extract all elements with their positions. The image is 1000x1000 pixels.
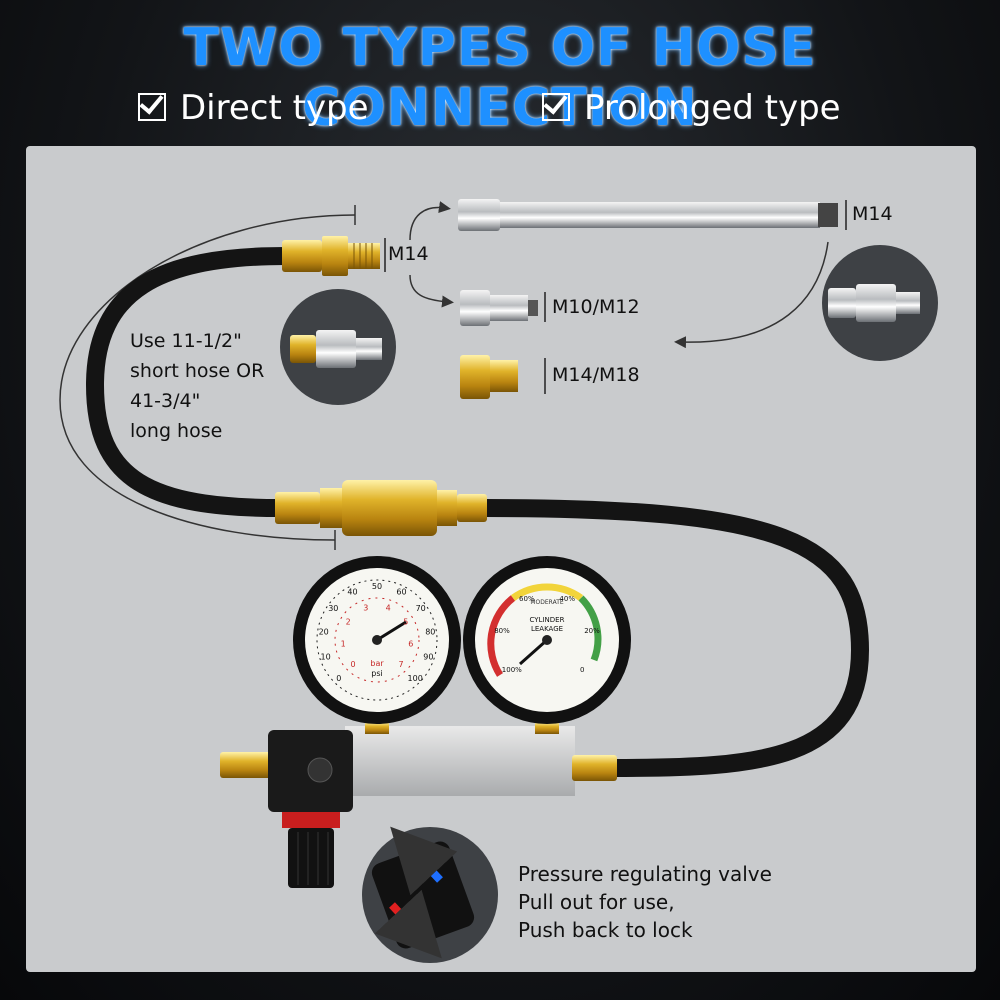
leakage-title-2: LEAKAGE bbox=[531, 625, 563, 633]
leakage-title-1: CYLINDER bbox=[530, 616, 565, 624]
label-m14-top: M14 bbox=[852, 203, 893, 225]
valve-note: Pressure regulating valve Pull out for u… bbox=[518, 860, 772, 944]
quick-coupler bbox=[275, 480, 487, 536]
valve-note-title: Pressure regulating valve bbox=[518, 862, 772, 886]
gauge-psi-tick: 60 bbox=[396, 588, 406, 597]
gauge-bar-tick: 7 bbox=[398, 660, 403, 669]
gauge-psi-tick: 100 bbox=[408, 674, 423, 683]
manifold-block bbox=[345, 726, 575, 796]
label-m10-m12: M10/M12 bbox=[552, 296, 640, 318]
hose-length-bracket bbox=[59, 214, 356, 541]
leakage-zone-label: MODERATE bbox=[530, 599, 564, 606]
direct-adapter-detail bbox=[280, 289, 396, 405]
air-inlet-fitting bbox=[220, 752, 272, 778]
label-m14-m18: M14/M18 bbox=[552, 364, 640, 386]
hose-note-line: 41-3/4" bbox=[130, 390, 201, 412]
valve-note-line: Pull out for use, bbox=[518, 890, 675, 914]
gauge-psi-tick: 70 bbox=[416, 604, 426, 613]
option-direct: Direct type bbox=[138, 88, 369, 128]
leakage-tick: 40% bbox=[559, 595, 575, 603]
option-prolonged-label: Prolonged type bbox=[584, 88, 841, 128]
gauge-psi-tick: 0 bbox=[336, 674, 341, 683]
gauge-psi-tick: 50 bbox=[372, 582, 382, 591]
hose-note-line: long hose bbox=[130, 420, 223, 442]
gauge-psi-tick: 40 bbox=[347, 588, 357, 597]
gauge-psi-tick: 10 bbox=[321, 653, 331, 662]
gauge-bar-tick: 5 bbox=[403, 618, 408, 627]
m14-m18-adapter bbox=[460, 355, 518, 399]
gauge-psi-tick: 90 bbox=[423, 653, 433, 662]
pressure-gauge: 0 10 20 30 40 50 60 70 80 90 100 0 1 2 3 4 5 6 7 bar psi bbox=[293, 556, 461, 724]
leakage-gauge: CYLINDER LEAKAGE MODERATE 100% 80% 60% 40% 2… bbox=[463, 556, 631, 724]
extension-rod bbox=[458, 199, 838, 231]
prolonged-adapter-detail bbox=[822, 245, 938, 361]
leakage-tick: 0 bbox=[580, 666, 584, 674]
gauge-bar-tick: 4 bbox=[386, 604, 391, 613]
gauge-psi-tick: 80 bbox=[425, 627, 435, 636]
hose-note-line: Use 11-1/2" bbox=[130, 330, 242, 352]
valve-note-line: Push back to lock bbox=[518, 918, 693, 942]
valve-knob-detail bbox=[362, 826, 498, 963]
leakage-tick: 20% bbox=[584, 627, 600, 635]
leakage-tick: 80% bbox=[494, 627, 510, 635]
gauge-bar-tick: 3 bbox=[363, 604, 368, 613]
m14-brass-fitting bbox=[282, 236, 380, 276]
checkbox-icon bbox=[542, 93, 570, 121]
hose-note-line: short hose OR bbox=[130, 360, 265, 382]
gauge-bar-tick: 6 bbox=[408, 640, 413, 649]
m10-m12-adapter bbox=[460, 290, 538, 326]
option-prolonged: Prolonged type bbox=[542, 88, 841, 128]
arrow-to-extension bbox=[409, 201, 451, 241]
arrow-prolonged bbox=[674, 241, 829, 349]
gauge-unit-bar: bar bbox=[370, 659, 384, 668]
gauge-bar-tick: 2 bbox=[346, 618, 351, 627]
hose-length-note: Use 11-1/2" short hose OR 41-3/4" long h… bbox=[130, 326, 264, 446]
short-hose bbox=[85, 247, 294, 517]
manifold-outlet-fitting bbox=[572, 755, 617, 781]
pressure-regulator bbox=[268, 730, 353, 888]
gauge-bar-tick: 0 bbox=[350, 660, 355, 669]
checkbox-icon bbox=[138, 93, 166, 121]
leakage-tick: 100% bbox=[502, 666, 522, 674]
headline: TWO TYPES OF HOSE CONNECTION bbox=[183, 18, 817, 138]
long-hose bbox=[476, 499, 870, 777]
leakage-tick: 60% bbox=[519, 595, 535, 603]
gauge-psi-tick: 20 bbox=[319, 627, 329, 636]
arrow-to-adapter bbox=[409, 274, 454, 308]
label-m14-main: M14 bbox=[388, 243, 429, 265]
option-direct-label: Direct type bbox=[180, 88, 369, 128]
gauge-bar-tick: 1 bbox=[341, 640, 346, 649]
gauge-psi-tick: 30 bbox=[328, 604, 338, 613]
gauge-unit-psi: psi bbox=[371, 669, 382, 678]
